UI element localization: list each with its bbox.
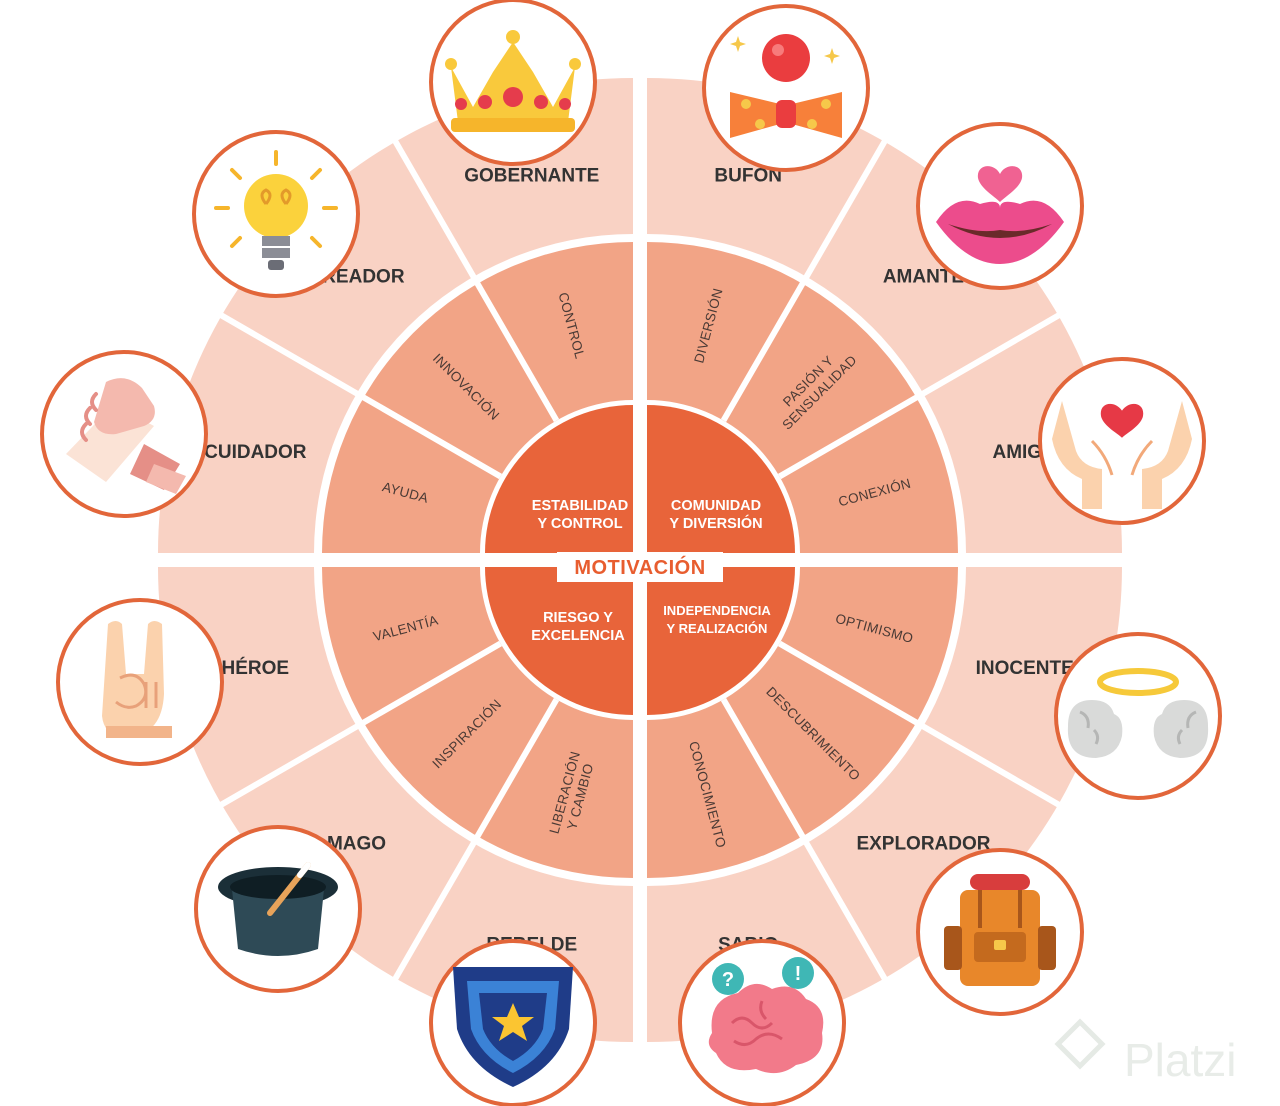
center-label: MOTIVACIÓN	[574, 555, 705, 579]
archetype-label-3: BUFÓN	[714, 164, 782, 186]
segment-divider	[778, 640, 1062, 809]
rock-hand-icon	[56, 598, 224, 766]
archetype-label-2: CUIDADOR	[204, 442, 307, 463]
archetype-label-9: INOCENTE	[976, 658, 1074, 679]
svg-text:!: !	[795, 963, 802, 985]
outer-ring-segment	[647, 78, 1122, 553]
middle-ring-segment	[322, 242, 633, 553]
heart-hands-icon	[1038, 357, 1206, 525]
watermark-text: Platzi	[1124, 1034, 1236, 1086]
platzi-watermark: Platzi	[1054, 1018, 1236, 1086]
archetype-label-0: GOBERNANTE	[464, 165, 599, 186]
core-quadrant	[485, 567, 633, 715]
segment-divider	[720, 698, 889, 982]
quadrant-label-independencia-line2: Y REALIZACIÓN	[667, 621, 768, 636]
backpack-icon	[916, 848, 1084, 1016]
middle-ring-segment	[322, 567, 633, 878]
wheel-segments	[158, 78, 1122, 1042]
segment-divider	[778, 311, 1062, 480]
outer-ring-segment	[158, 567, 633, 1042]
center-label-background	[557, 552, 723, 582]
clown-icon	[702, 4, 870, 172]
svg-text:?: ?	[722, 969, 734, 991]
core-labels: ESTABILIDAD Y CONTROL COMUNIDAD Y DIVERS…	[531, 498, 771, 644]
segment-divider	[391, 698, 560, 982]
core-quadrant	[647, 405, 795, 553]
quadrant-label-estabilidad-line1: ESTABILIDAD	[532, 498, 628, 514]
angel-halo-icon	[1054, 632, 1222, 800]
crown-icon	[429, 0, 597, 166]
segment-divider	[218, 311, 502, 480]
quadrant-label-comunidad-line1: COMUNIDAD	[671, 498, 761, 514]
archetype-label-4: AMANTE	[883, 267, 964, 288]
quadrant-label-independencia-line1: INDEPENDENCIA	[663, 603, 771, 618]
quadrant-label-riesgo-line2: EXCELENCIA	[531, 628, 625, 644]
center-badge: MOTIVACIÓN	[557, 552, 723, 582]
outer-ring-segment	[647, 567, 1122, 1042]
lips-icon	[916, 122, 1084, 290]
core-quadrant	[647, 567, 795, 715]
middle-ring-segment	[647, 242, 958, 553]
holding-hands-icon	[40, 350, 208, 518]
quadrant-label-riesgo-line1: RIESGO Y	[543, 610, 613, 626]
segment-divider	[218, 640, 502, 809]
segment-divider	[391, 138, 560, 422]
archetype-label-8: HÉROE	[222, 657, 290, 679]
archetype-icons: ? !	[40, 0, 1222, 1106]
segment-divider	[720, 138, 889, 422]
quadrant-label-comunidad-line2: Y DIVERSIÓN	[669, 514, 762, 532]
outer-ring-segment	[158, 78, 633, 553]
archetype-label-7: MAGO	[327, 833, 386, 854]
archetype-label-10: EXPLORADOR	[856, 833, 990, 854]
lightbulb-icon	[192, 130, 360, 298]
magic-hat-icon	[194, 825, 362, 993]
middle-ring-segment	[647, 567, 958, 878]
quadrant-label-estabilidad-line2: Y CONTROL	[537, 516, 622, 532]
brain-icon: ? !	[678, 939, 846, 1106]
shield-star-icon	[429, 939, 597, 1106]
core-quadrant	[485, 405, 633, 553]
